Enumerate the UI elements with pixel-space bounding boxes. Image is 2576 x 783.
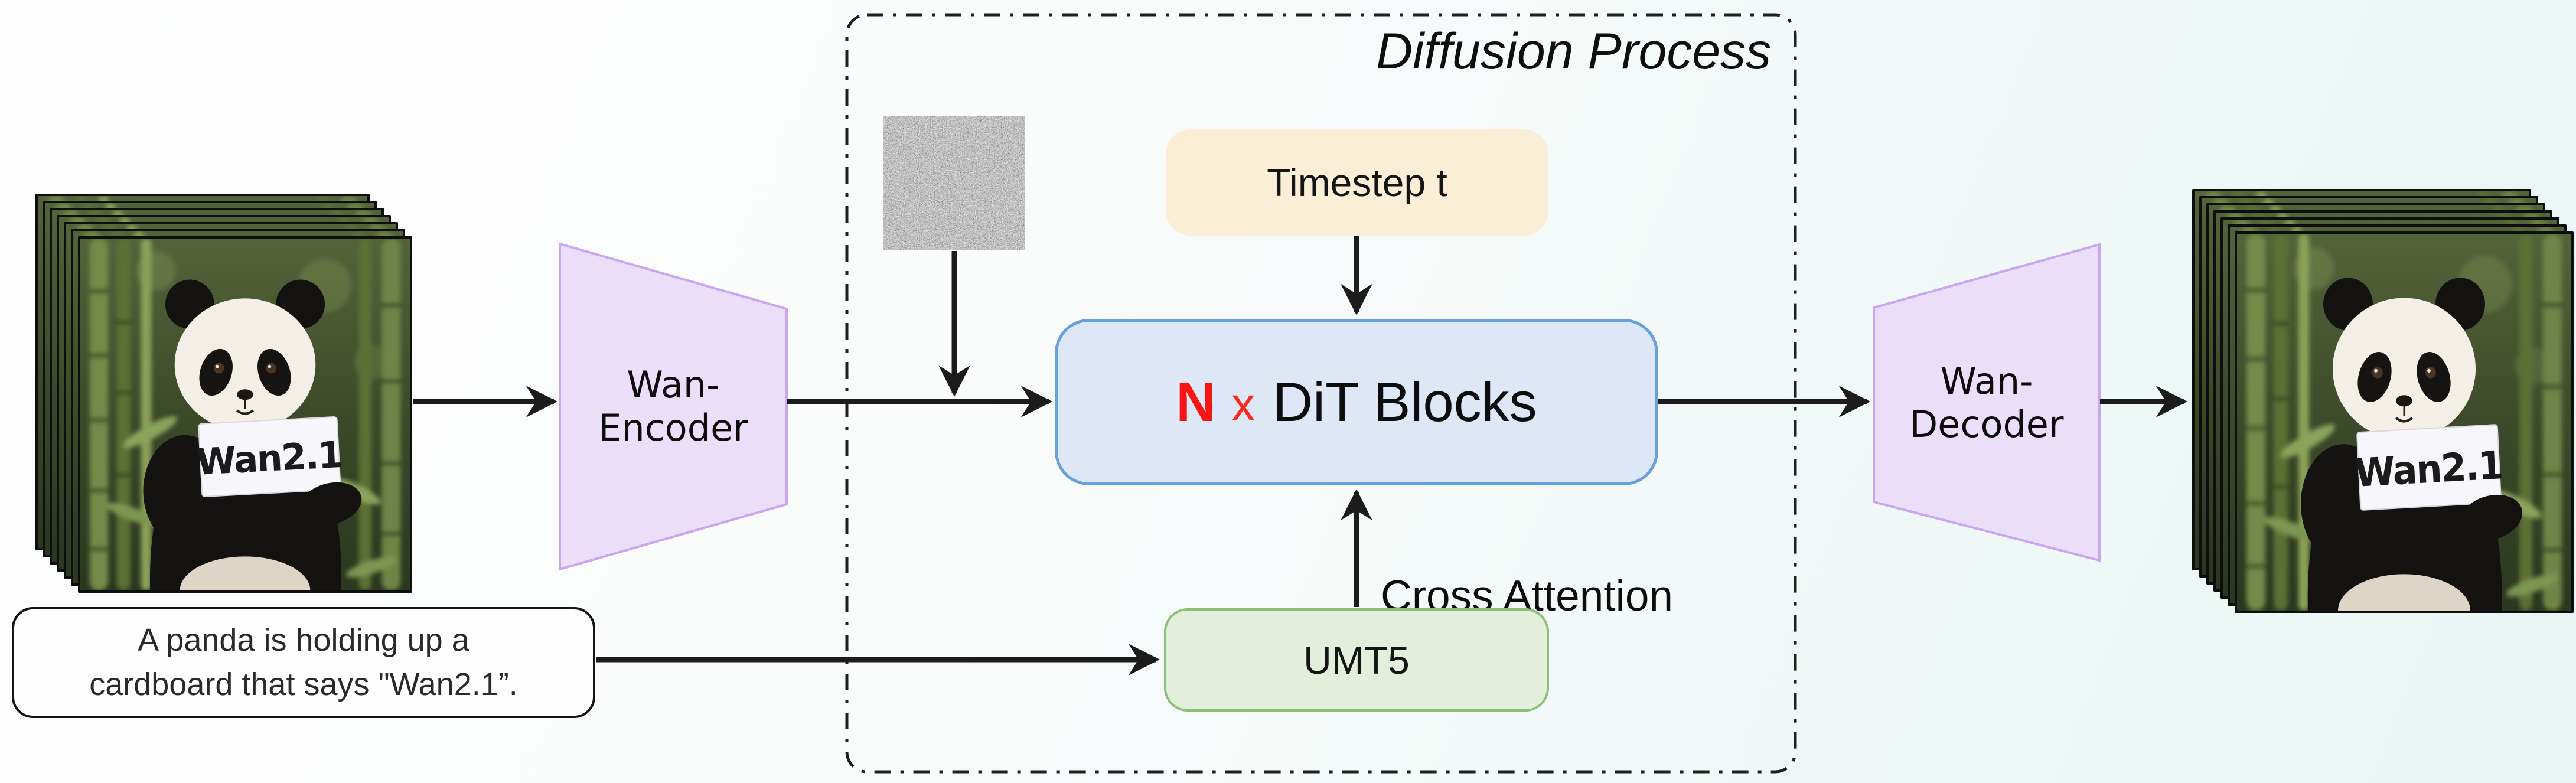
prompt-line1: A panda is holding up a — [138, 622, 469, 658]
umt5-box: UMT5 — [1164, 608, 1549, 712]
timestep-box: Timestep t — [1166, 129, 1548, 236]
noise-patch-icon — [883, 116, 1025, 250]
wan-decoder-label: Wan- Decoder — [1874, 360, 2099, 446]
umt5-label: UMT5 — [1303, 638, 1410, 682]
dit-label: DiT Blocks — [1273, 371, 1537, 433]
wan-encoder-line2: Encoder — [598, 406, 748, 450]
dit-n: N — [1176, 371, 1217, 433]
dit-blocks-box: N x DiT Blocks — [1055, 319, 1658, 485]
output-video-frame — [2235, 231, 2574, 613]
prompt-box: A panda is holding up a cardboard that s… — [12, 607, 595, 718]
wan-decoder-line2: Decoder — [1909, 403, 2064, 446]
prompt-line2: cardboard that says "Wan2.1”. — [89, 667, 518, 702]
diffusion-process-title: Diffusion Process — [1376, 23, 1772, 80]
wan-encoder-label: Wan- Encoder — [560, 363, 787, 449]
dit-times: x — [1231, 378, 1256, 430]
input-video-frame — [78, 236, 412, 593]
timestep-label: Timestep t — [1267, 161, 1447, 204]
wan-decoder-line1: Wan- — [1940, 360, 2033, 403]
wan-encoder-line1: Wan- — [627, 363, 720, 406]
